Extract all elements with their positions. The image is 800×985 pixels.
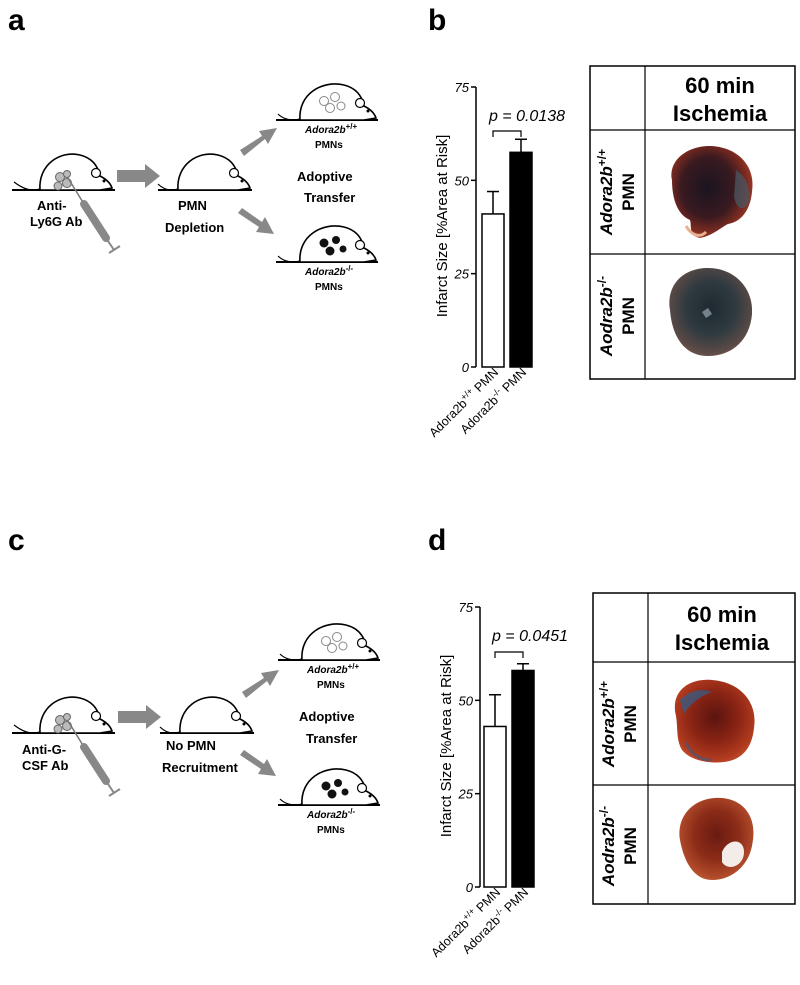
y-tick-label: 0 (462, 360, 470, 375)
mouse1-label-line1: Anti- (37, 198, 67, 213)
significance-bracket (492, 130, 522, 137)
svg-text:Aodra2b-/-: Aodra2b-/- (597, 806, 618, 887)
mouse1-label-line2: CSF Ab (22, 758, 69, 773)
svg-text:PMN: PMN (619, 297, 638, 335)
table-header-line1: 60 min (685, 73, 755, 98)
syringe-icon (67, 177, 121, 254)
arrow-right-icon (117, 164, 160, 188)
panel-letter-d: d (428, 524, 446, 557)
top-mouse-cells: PMNs (317, 680, 345, 691)
y-tick-label: 50 (459, 693, 474, 708)
bar (483, 725, 507, 888)
bottom-mouse-genotype: Adora2b-/- (304, 264, 353, 278)
row1-label: Adora2b+/+ PMN (597, 681, 640, 768)
adoptive-label-line2: Transfer (306, 731, 357, 746)
adoptive-label-line1: Adoptive (299, 709, 355, 724)
significance-bracket (494, 651, 524, 658)
p-value-label: p = 0.0138 (488, 108, 565, 125)
y-tick-label: 25 (458, 787, 474, 802)
y-axis-label: Infarct Size [%Area at Risk] (438, 655, 455, 838)
arrow-up-right-icon (242, 670, 279, 698)
panel-c: c Anti-G- CSF Ab No PMN (8, 524, 380, 836)
mouse-icon (278, 768, 380, 806)
svg-text:Adora2b+/+: Adora2b+/+ (595, 149, 616, 236)
y-tick-label: 0 (466, 880, 474, 895)
y-axis-label: Infarct Size [%Area at Risk] (434, 135, 451, 318)
mouse2-label-line1: No PMN (166, 738, 216, 753)
table-header-line2: Ischemia (673, 101, 768, 126)
bar (509, 151, 533, 368)
mouse2-label-line2: Depletion (165, 220, 224, 235)
mouse-icon (12, 153, 115, 191)
panel-letter-c: c (8, 524, 25, 557)
heart-image (671, 145, 753, 238)
bottom-mouse-cells: PMNs (315, 282, 343, 293)
svg-text:PMN: PMN (619, 173, 638, 211)
bar (481, 213, 505, 368)
row2-label: Aodra2b-/- PMN (597, 806, 640, 887)
svg-text:Adora2b+/+: Adora2b+/+ (597, 681, 618, 768)
ischemia-table-d: 60 min Ischemia Adora2b+/+ PMN Aodra2b-/… (592, 592, 796, 905)
adoptive-label-line1: Adoptive (297, 169, 353, 184)
panel-a: a Anti- Ly6G Ab (8, 4, 378, 293)
row1-label: Adora2b+/+ PMN (595, 149, 638, 236)
y-tick-label: 50 (455, 173, 470, 188)
panel-letter-b: b (428, 4, 446, 37)
mouse-icon (278, 623, 380, 661)
mouse1-label-line1: Anti-G- (22, 742, 66, 757)
bottom-mouse-genotype: Adora2b-/- (306, 807, 355, 821)
ischemia-table-b: 60 min Ischemia Adora2b+/+ PMN Aodra2b-/… (589, 65, 796, 380)
heart-image (674, 679, 755, 763)
heart-image (679, 797, 754, 880)
y-tick-label: 75 (455, 80, 470, 95)
y-tick-label: 25 (454, 267, 470, 282)
table-header-line2: Ischemia (675, 630, 770, 655)
adoptive-label-line2: Transfer (304, 190, 355, 205)
svg-text:PMN: PMN (621, 827, 640, 865)
mouse-icon (276, 83, 378, 121)
y-tick-label: 75 (459, 600, 474, 615)
arrow-down-right-icon (240, 750, 276, 776)
mouse-icon (157, 153, 252, 191)
row2-label: Aodra2b-/- PMN (595, 276, 638, 357)
arrow-down-right-icon (238, 208, 274, 234)
svg-text:Aodra2b-/-: Aodra2b-/- (595, 276, 616, 357)
mouse-icon (159, 696, 254, 734)
svg-text:PMN: PMN (621, 705, 640, 743)
table-header-line1: 60 min (687, 602, 757, 627)
mouse-icon (276, 225, 378, 263)
syringe-icon (67, 720, 121, 797)
top-mouse-genotype: Adora2b+/+ (306, 662, 359, 676)
mouse-icon (12, 696, 115, 734)
mouse2-label-line1: PMN (178, 198, 207, 213)
p-value-label: p = 0.0451 (491, 628, 568, 645)
mouse2-label-line2: Recruitment (162, 760, 239, 775)
heart-image (669, 268, 753, 356)
mouse1-label-line2: Ly6G Ab (30, 214, 83, 229)
bottom-mouse-cells: PMNs (317, 825, 345, 836)
bar (511, 669, 535, 888)
arrow-right-icon (118, 705, 161, 729)
panel-letter-a: a (8, 4, 25, 37)
top-mouse-cells: PMNs (315, 140, 343, 151)
top-mouse-genotype: Adora2b+/+ (304, 122, 357, 136)
arrow-up-right-icon (240, 128, 277, 156)
